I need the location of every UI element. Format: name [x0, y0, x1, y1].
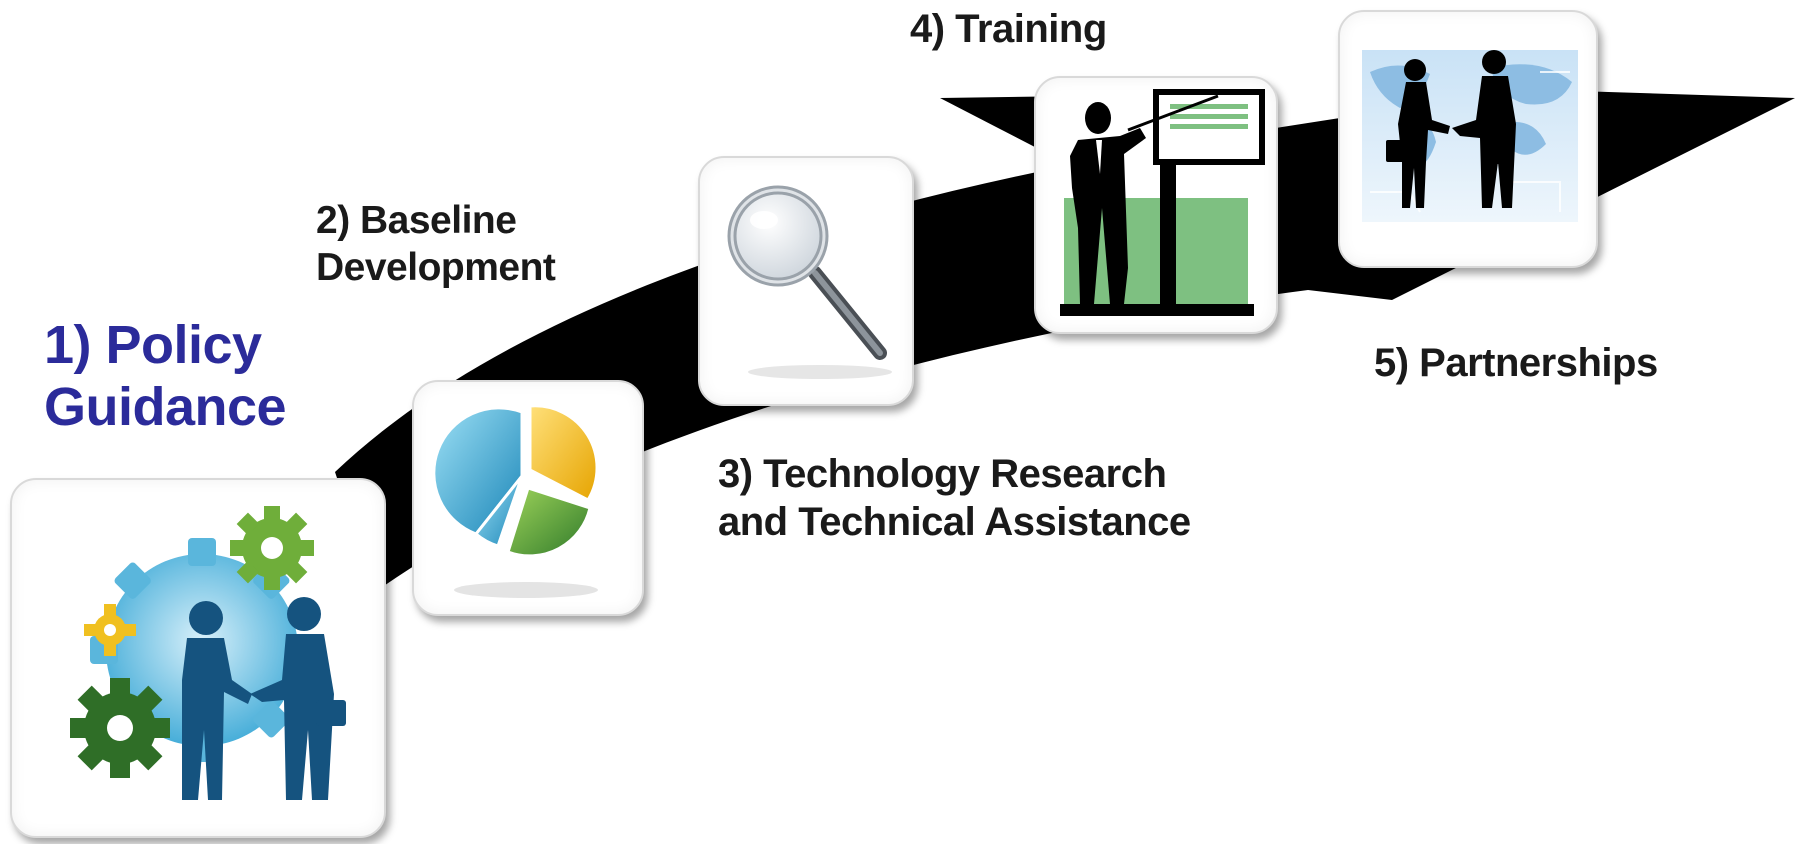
business-handshake-icon — [1362, 50, 1578, 222]
partnerships-tile — [1338, 10, 1598, 268]
step-1-label: 1) Policy Guidance — [44, 314, 287, 438]
step-1-label-line-2: Guidance — [44, 377, 287, 438]
step-5-label-line-1: 5) Partnerships — [1374, 341, 1658, 385]
presenter-board-icon — [1060, 89, 1265, 316]
step-5-label: 5) Partnerships — [1374, 340, 1658, 386]
step-2-label-line-2: Development — [316, 245, 556, 289]
baseline-development-tile — [412, 380, 644, 616]
step-3-label-line-2: and Technical Assistance — [718, 500, 1191, 544]
step-3-label: 3) Technology Research and Technical Ass… — [718, 450, 1191, 546]
step-4-label-line-1: 4) Training — [910, 7, 1107, 51]
magnifying-glass-icon — [727, 185, 892, 379]
step-2-label-line-1: 2) Baseline — [316, 199, 517, 242]
pie-chart-icon — [432, 404, 599, 598]
step-1-label-line-1: 1) Policy — [44, 315, 262, 375]
step-4-label: 4) Training — [910, 6, 1107, 52]
policy-handshake-gears-icon — [70, 506, 346, 800]
step-2-label: 2) Baseline Development — [316, 198, 556, 292]
training-tile — [1034, 76, 1278, 334]
technology-research-tile — [698, 156, 914, 406]
step-3-label-line-1: 3) Technology Research — [718, 452, 1167, 496]
policy-guidance-tile — [10, 478, 386, 838]
